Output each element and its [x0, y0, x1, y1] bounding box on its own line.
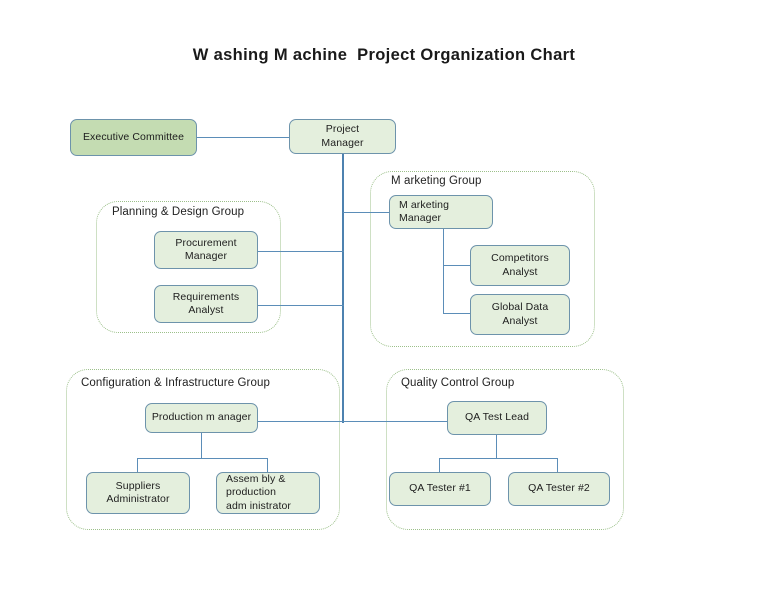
connector-production-bar	[137, 458, 268, 460]
node-requirements-analyst-label: Requirements Analyst	[172, 290, 240, 316]
connector-qa-lead-stem	[496, 434, 498, 459]
node-marketing-manager-label: M arketing Manager	[399, 198, 450, 224]
connector-qa-to-tester-2	[557, 458, 559, 473]
connector-production-to-suppliers	[137, 458, 139, 473]
connector-procurement-to-trunk	[258, 251, 344, 253]
group-planning-design	[96, 201, 281, 333]
node-qa-tester-1-label: QA Tester #1	[409, 482, 471, 495]
group-marketing-label: M arketing Group	[391, 175, 482, 187]
group-planning-design-label: Planning & Design Group	[112, 206, 245, 218]
node-qa-test-lead-label: QA Test Lead	[464, 411, 530, 424]
node-global-data-analyst[interactable]: Global Data Analyst	[470, 294, 570, 335]
node-competitors-analyst-label: Competitors Analyst	[491, 252, 549, 278]
connector-requirements-to-trunk	[258, 305, 344, 307]
group-configuration-infrastructure-label: Configuration & Infrastructure Group	[81, 377, 270, 389]
node-assembly-production-administrator[interactable]: Assem bly & production adm inistrator	[216, 472, 320, 514]
connector-marketing-to-global-data	[443, 313, 471, 315]
group-quality-control	[386, 369, 624, 530]
connector-marketing-manager-stem	[443, 228, 445, 313]
node-suppliers-administrator[interactable]: Suppliers Administrator	[86, 472, 190, 514]
node-competitors-analyst[interactable]: Competitors Analyst	[470, 245, 570, 286]
connector-qa-to-tester-1	[439, 458, 441, 473]
node-executive-committee-label: Executive Committee	[82, 130, 185, 143]
connector-production-to-assembly	[267, 458, 269, 473]
node-assembly-production-administrator-label: Assem bly & production adm inistrator	[226, 472, 292, 512]
page-title: W ashing M achine Project Organization C…	[192, 46, 576, 64]
connector-pm-trunk	[342, 153, 345, 423]
connector-marketing-to-competitors	[443, 265, 471, 267]
group-quality-control-label: Quality Control Group	[401, 377, 515, 389]
node-qa-tester-1[interactable]: QA Tester #1	[389, 472, 491, 506]
node-qa-test-lead[interactable]: QA Test Lead	[447, 401, 547, 435]
node-project-manager-label: Project Manager	[321, 123, 364, 149]
connector-trunk-bottom-bar	[251, 421, 454, 423]
group-marketing	[370, 171, 595, 347]
node-global-data-analyst-label: Global Data Analyst	[491, 301, 549, 327]
node-suppliers-administrator-label: Suppliers Administrator	[106, 479, 170, 505]
node-procurement-manager[interactable]: Procurement Manager	[154, 231, 258, 269]
node-project-manager[interactable]: Project Manager	[289, 119, 396, 154]
connector-production-stem	[201, 432, 203, 459]
connector-exec-to-pm	[196, 137, 290, 139]
node-marketing-manager[interactable]: M arketing Manager	[389, 195, 493, 229]
group-configuration-infrastructure	[66, 369, 340, 530]
node-production-manager[interactable]: Production m anager	[145, 403, 258, 433]
connector-trunk-to-marketing-manager	[343, 212, 390, 214]
node-qa-tester-2-label: QA Tester #2	[528, 482, 590, 495]
node-requirements-analyst[interactable]: Requirements Analyst	[154, 285, 258, 323]
connector-qa-bar	[439, 458, 558, 460]
node-executive-committee[interactable]: Executive Committee	[70, 119, 197, 156]
node-production-manager-label: Production m anager	[151, 411, 252, 424]
node-procurement-manager-label: Procurement Manager	[175, 236, 237, 262]
node-qa-tester-2[interactable]: QA Tester #2	[508, 472, 610, 506]
